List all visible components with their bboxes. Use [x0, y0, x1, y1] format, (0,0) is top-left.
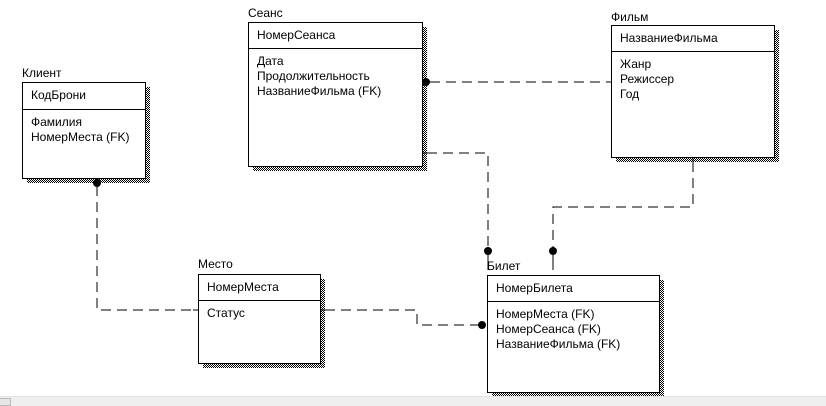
entity-ticket[interactable]: НомерБилета НомерМеста (FK) НомерСеанса … [487, 275, 664, 397]
many-end-dot [549, 247, 557, 255]
entity-session-primary-key: НомерСеанса [249, 23, 422, 49]
attribute: НомерМеста (FK) [496, 307, 595, 321]
attribute: Продолжительность [257, 69, 370, 83]
attribute: НазваниеФильма (FK) [257, 84, 382, 98]
entity-ticket-attributes: НомерМеста (FK) НомерСеанса (FK) Названи… [488, 302, 659, 352]
attribute: Режиссер [620, 72, 675, 86]
many-end-dot [422, 78, 430, 86]
entity-film-name: Фильм [611, 10, 649, 24]
entity-ticket-name: Билет [487, 259, 521, 273]
entity-film[interactable]: НазваниеФильма Жанр Режиссер Год [611, 25, 779, 162]
horizontal-scrollbar[interactable] [0, 396, 826, 406]
relationship-film-ticket[interactable] [552, 162, 694, 250]
many-end-dot [93, 179, 101, 187]
entity-client-name: Клиент [22, 66, 62, 80]
attribute: Жанр [620, 57, 652, 71]
entity-ticket-primary-key: НомерБилета [488, 276, 659, 302]
entity-client[interactable]: КодБрони Фамилия НомерМеста (FK) [22, 82, 150, 183]
relationship-seat-ticket[interactable] [325, 309, 482, 326]
scrollbar-thumb[interactable] [0, 398, 11, 406]
attribute: Год [620, 87, 640, 101]
attribute: НомерМеста (FK) [31, 130, 130, 144]
entity-client-attributes: Фамилия НомерМеста (FK) [23, 110, 145, 145]
many-end-dot [484, 247, 492, 255]
attribute: Дата [257, 54, 284, 68]
entity-seat-name: Место [198, 257, 233, 271]
attribute: Фамилия [31, 115, 82, 129]
entity-seat-attributes: Статус [199, 301, 320, 321]
entity-seat[interactable]: НомерМеста Статус [198, 274, 325, 368]
entity-seat-primary-key: НомерМеста [199, 275, 320, 301]
attribute: НомерСеанса (FK) [496, 322, 601, 336]
attribute: Статус [207, 306, 245, 320]
entity-client-primary-key: КодБрони [23, 83, 145, 110]
entity-session-name: Сеанс [248, 6, 283, 20]
relationship-seat-client[interactable] [96, 186, 198, 311]
entity-session[interactable]: НомерСеанса Дата Продолжительность Назва… [248, 22, 427, 171]
entity-film-primary-key: НазваниеФильма [612, 26, 774, 52]
entity-session-attributes: Дата Продолжительность НазваниеФильма (F… [249, 49, 422, 99]
attribute: НазваниеФильма (FK) [496, 337, 621, 351]
many-end-dot [478, 321, 486, 329]
relationship-session-ticket[interactable] [427, 152, 489, 250]
entity-film-attributes: Жанр Режиссер Год [612, 52, 774, 102]
